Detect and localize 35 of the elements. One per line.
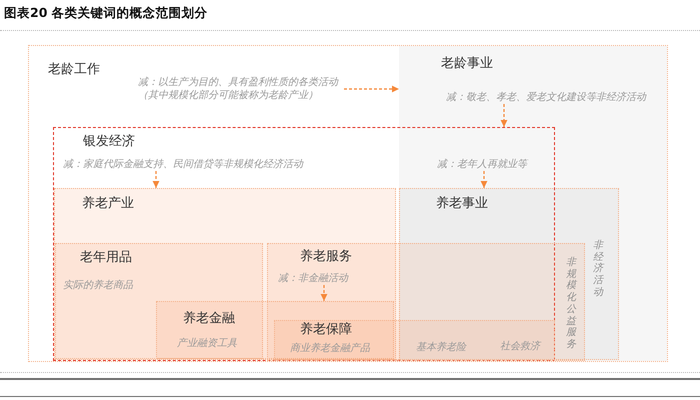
region-title: 养老保障 <box>300 322 352 338</box>
scope-region <box>28 45 668 362</box>
scope-region <box>53 127 555 361</box>
dashed-arrow <box>320 285 328 301</box>
dashed-arrow <box>480 171 488 188</box>
scope-region <box>55 243 263 359</box>
vertical-note: 非规模化公益服务 <box>565 257 577 351</box>
region-title: 老龄工作 <box>48 62 100 78</box>
scope-region <box>399 188 619 360</box>
region-note: 基本养老险 <box>416 342 466 354</box>
deduction-note: 减：以生产为目的、具有盈利性质的各类活动（其中规模化部分可能被称为老龄产业） <box>138 76 344 102</box>
region-title: 养老服务 <box>300 249 352 265</box>
region-title: 养老产业 <box>82 196 134 212</box>
region-title: 养老金融 <box>183 311 235 327</box>
deduction-note: 减：敬老、孝老、爱老文化建设等非经济活动 <box>446 91 658 104</box>
region-title: 老年用品 <box>80 250 132 266</box>
region-note: 商业养老金融产品 <box>290 343 370 355</box>
region-title: 养老事业 <box>436 196 488 212</box>
region-title: 银发经济 <box>83 134 135 150</box>
scope-region <box>54 188 396 360</box>
scope-region <box>399 46 667 361</box>
region-note: 产业融资工具 <box>177 338 237 350</box>
deduction-note: 减：家庭代际金融支持、民间借贷等非规模化经济活动 <box>63 158 315 171</box>
vertical-note: 非经济活动 <box>592 240 604 299</box>
dashed-arrow <box>152 171 160 188</box>
figure-title: 图表20 各类关键词的概念范围划分 <box>4 5 208 22</box>
region-note: 社会救济 <box>500 341 540 353</box>
region-note: 实际的养老商品 <box>63 280 133 292</box>
deduction-note: 减：非金融活动 <box>278 272 358 285</box>
scope-region <box>267 243 585 361</box>
scope-region <box>274 320 555 360</box>
dashed-arrow <box>500 104 508 127</box>
region-title: 老龄事业 <box>441 56 493 72</box>
dashed-arrow <box>344 86 399 92</box>
deduction-note: 减：老年人再就业等 <box>437 158 537 171</box>
